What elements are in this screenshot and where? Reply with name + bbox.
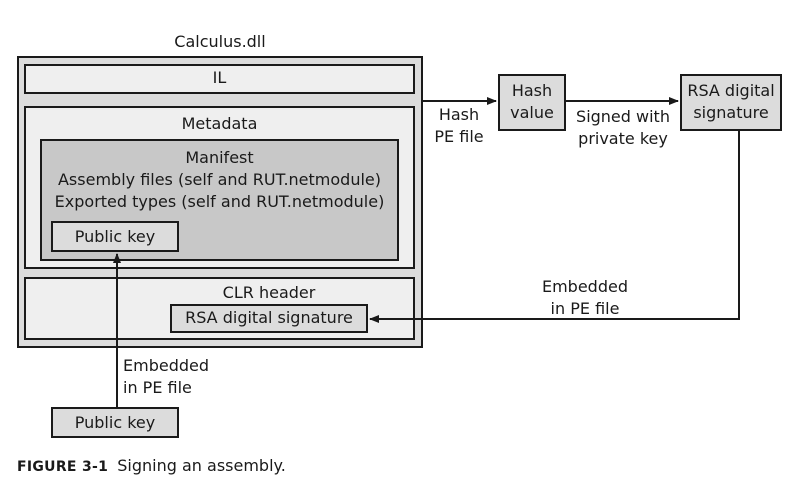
hash-value-line2: value	[510, 103, 554, 122]
assembly-title: Calculus.dll	[174, 32, 266, 51]
manifest-public-key-box	[51, 221, 179, 252]
arrow-embedded-right	[369, 131, 740, 323]
manifest-public-key-label: Public key	[74, 227, 156, 246]
clr-rsa-signature-box	[170, 304, 368, 333]
rsa-signature-box	[680, 74, 782, 131]
metadata-label: Metadata	[181, 114, 258, 133]
signed-label-line1: Signed with	[576, 107, 670, 126]
rsa-signature-line1: RSA digital	[687, 81, 775, 100]
manifest-title: Manifest	[185, 148, 254, 167]
manifest-assembly-files: Assembly files (self and RUT.netmodule)	[57, 170, 381, 189]
figure-caption-text: Signing an assembly.	[117, 456, 286, 475]
il-section	[24, 64, 415, 94]
embedded-right-label-line1: Embedded	[541, 277, 628, 296]
manifest-exported-types: Exported types (self and RUT.netmodule)	[54, 192, 385, 211]
external-public-key-label: Public key	[74, 413, 156, 432]
hash-value-box	[498, 74, 566, 131]
hash-pe-label-line2: PE file	[434, 127, 484, 146]
embedded-left-label-line1: Embedded	[123, 356, 210, 375]
signed-label-line2: private key	[578, 129, 668, 148]
figure-caption: FIGURE 3-1 Signing an assembly.	[17, 456, 286, 477]
figure-caption-label: FIGURE 3-1	[17, 459, 109, 475]
rsa-signature-line2: signature	[693, 103, 769, 122]
external-public-key-box	[51, 407, 179, 438]
embedded-left-label-line2: in PE file	[123, 378, 192, 397]
il-label: IL	[212, 68, 227, 87]
hash-pe-label-line1: Hash	[438, 105, 480, 124]
clr-rsa-signature-label: RSA digital signature	[185, 308, 353, 327]
hash-value-line1: Hash	[511, 81, 553, 100]
embedded-right-label-line2: in PE file	[550, 299, 620, 318]
clr-header-label: CLR header	[222, 283, 316, 302]
